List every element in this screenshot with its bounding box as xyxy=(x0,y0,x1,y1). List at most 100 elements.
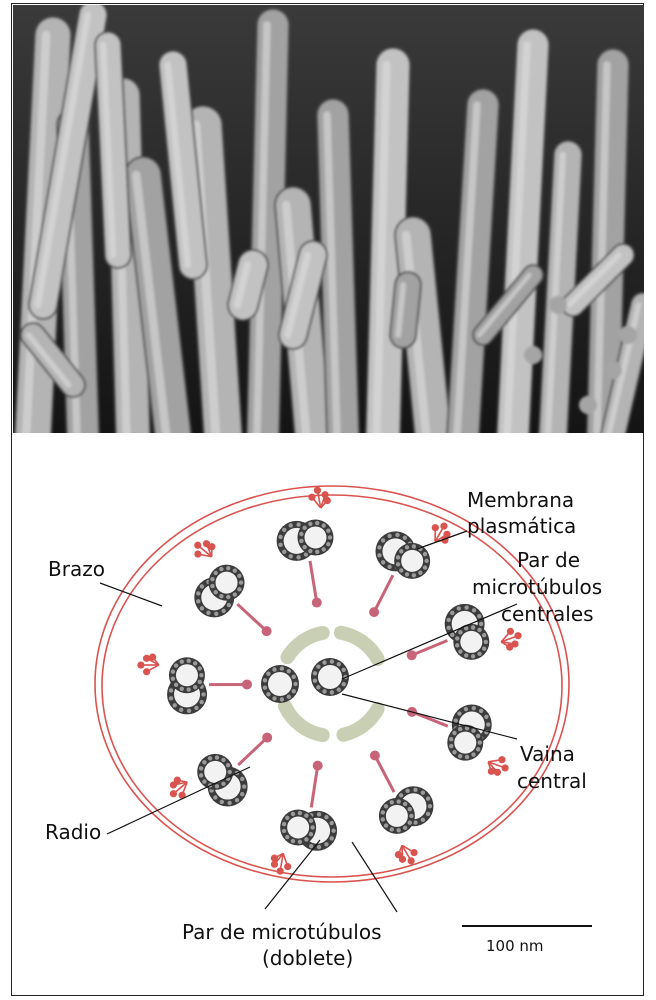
label-vaina-1: Vaina xyxy=(520,742,575,766)
spoke-head xyxy=(242,679,252,689)
label-par-central-2: microtúbulos xyxy=(472,575,602,599)
axoneme-svg: Membrana plasmática Par de microtúbulos … xyxy=(12,434,645,996)
sheath-arc xyxy=(341,633,378,659)
tubulin-bead xyxy=(282,528,286,532)
tubulin-bead xyxy=(287,695,291,699)
tubule-lumen xyxy=(386,805,408,827)
tubulin-bead xyxy=(187,709,191,713)
tubulin-bead xyxy=(213,590,217,594)
tubulin-bead xyxy=(194,706,198,710)
tubulin-bead xyxy=(214,612,218,616)
tubulin-bead xyxy=(326,529,330,533)
tubulin-bead xyxy=(196,599,200,603)
tubulin-bead xyxy=(198,680,202,684)
tubulin-bead xyxy=(304,837,308,841)
tubulin-bead xyxy=(240,777,244,781)
tubulin-bead xyxy=(180,659,184,663)
tubulin-bead xyxy=(449,744,453,748)
tubulin-bead xyxy=(317,845,321,849)
tubulin-bead xyxy=(208,756,212,760)
micrograph-image xyxy=(13,5,644,433)
tubulin-bead xyxy=(464,707,468,711)
tubulin-bead xyxy=(200,606,204,610)
tubulin-bead xyxy=(309,832,313,836)
tubulin-bead xyxy=(484,715,488,719)
tubulin-bead xyxy=(464,653,468,657)
tubulin-bead xyxy=(233,568,237,572)
tubulin-bead xyxy=(395,533,399,537)
tubulin-bead xyxy=(458,727,462,731)
tubulin-bead xyxy=(330,659,334,663)
tubulin-bead xyxy=(377,553,381,557)
tubulin-bead xyxy=(210,577,214,581)
cilia-micrograph xyxy=(13,5,644,433)
label-par-central-3: centrales xyxy=(501,602,594,626)
tubulin-bead xyxy=(482,633,486,637)
tubulin-bead xyxy=(426,796,430,800)
tubulin-bead xyxy=(272,667,276,671)
tubulin-bead xyxy=(202,779,206,783)
tubulin-bead xyxy=(324,842,328,846)
tubulin-bead xyxy=(471,625,475,629)
dynein-head xyxy=(440,522,447,529)
tubulin-bead xyxy=(381,538,385,542)
tubulin-bead xyxy=(313,679,317,683)
dynein-head xyxy=(174,777,181,784)
dynein-head xyxy=(488,768,495,775)
tubule-lumen xyxy=(401,550,423,572)
tubulin-bead xyxy=(199,773,203,777)
tubule-lumen xyxy=(454,732,476,754)
tubulin-bead xyxy=(291,812,295,816)
tubulin-bead xyxy=(396,562,400,566)
tubulin-bead xyxy=(331,829,335,833)
tubulin-bead xyxy=(169,696,173,700)
label-par-central-1: Par de xyxy=(517,548,580,572)
tubulin-bead xyxy=(315,521,319,525)
label-vaina-2: central xyxy=(517,769,587,793)
tubulin-bead xyxy=(221,609,225,613)
tubulin-bead xyxy=(450,611,454,615)
tubulin-bead xyxy=(219,594,223,598)
tubulin-bead xyxy=(193,661,197,665)
tubulin-bead xyxy=(310,825,314,829)
tubulin-bead xyxy=(472,706,476,710)
tubulin-bead xyxy=(408,820,412,824)
tubulin-bead xyxy=(282,550,286,554)
tubulin-bead xyxy=(292,689,296,693)
tubulin-bead xyxy=(413,788,417,792)
tubulin-bead xyxy=(423,552,427,556)
tubulin-bead xyxy=(280,666,284,670)
tubulin-bead xyxy=(174,663,178,667)
tubulin-bead xyxy=(396,799,400,803)
tubulin-bead xyxy=(221,758,225,762)
tubulin-bead xyxy=(418,571,422,575)
tubulin-bead xyxy=(282,829,286,833)
tubulin-bead xyxy=(465,755,469,759)
tubulin-bead xyxy=(179,708,183,712)
tubulin-bead xyxy=(316,685,320,689)
tubulin-bead xyxy=(399,793,403,797)
dynein-head xyxy=(494,769,501,776)
radial-spoke xyxy=(412,712,448,726)
tubulin-bead xyxy=(421,790,425,794)
dynein-head xyxy=(143,655,150,662)
doublet xyxy=(447,705,491,761)
dynein-head xyxy=(194,542,201,549)
radial-spoke xyxy=(311,766,317,808)
tubulin-bead xyxy=(381,817,385,821)
tubulin-bead xyxy=(196,591,200,595)
tubulin-bead xyxy=(390,800,394,804)
tubulin-bead xyxy=(199,700,203,704)
tubulin-bead xyxy=(484,640,488,644)
tubulin-bead xyxy=(201,692,205,696)
tubulin-bead xyxy=(477,614,481,618)
leader-membrana xyxy=(417,531,467,549)
radial-spoke xyxy=(238,738,267,765)
tubulin-bead xyxy=(471,728,475,732)
tubulin-bead xyxy=(266,672,270,676)
tubulin-bead xyxy=(302,545,306,549)
tubulin-bead xyxy=(337,688,341,692)
central-pair xyxy=(261,658,349,703)
tubulin-bead xyxy=(289,554,293,558)
doublet xyxy=(379,786,434,834)
